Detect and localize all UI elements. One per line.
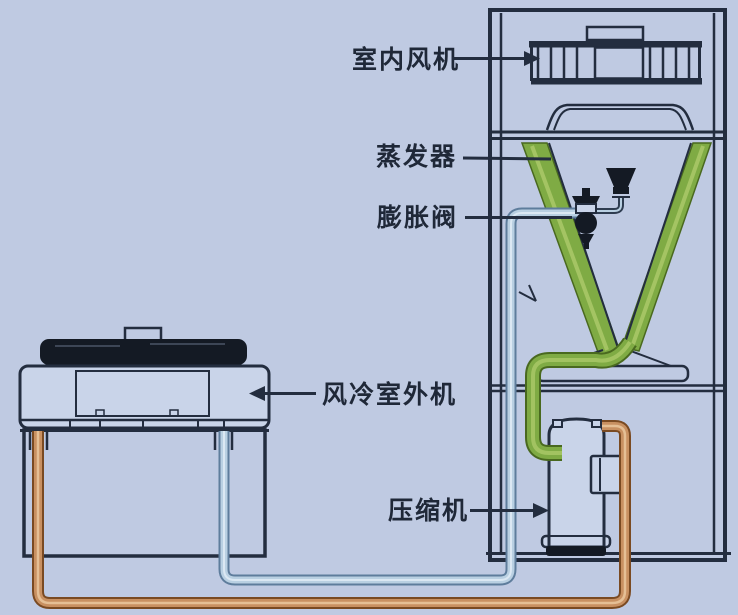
coil-highlight — [630, 145, 705, 348]
expansion-valve-assembly — [572, 168, 636, 249]
fan-motor — [593, 46, 645, 80]
leader-evaporator — [462, 156, 552, 161]
valve-crown — [572, 196, 600, 204]
valve-stem — [582, 188, 590, 196]
pipe-fittings — [28, 432, 234, 450]
valve-knob — [575, 212, 597, 234]
suction-port — [552, 419, 563, 428]
panel-notch — [169, 409, 179, 417]
pan-brace — [627, 349, 672, 367]
fan-hub — [585, 25, 645, 42]
green-pipe-highlight — [531, 340, 632, 455]
label-indoor-fan: 室内风机 — [352, 45, 460, 74]
drain-pan — [535, 364, 690, 383]
liquid-pipe-blue — [218, 207, 577, 586]
outdoor-unit-body — [18, 364, 271, 430]
outdoor-unit-panel — [75, 370, 210, 417]
coil-highlight — [530, 145, 609, 351]
panel-notch — [95, 409, 105, 417]
annotations: 室内风机 蒸发器 膨胀阀 风冷室外机 压缩机 — [249, 45, 572, 525]
fan-bellmouth — [545, 103, 695, 131]
cabinet-frame — [488, 8, 727, 562]
indoor-unit-cabinet — [486, 8, 731, 562]
discharge-port — [591, 419, 602, 428]
fan-blades — [530, 44, 701, 81]
valve-elbow-highlight — [597, 197, 622, 212]
blue-pipe-highlight — [223, 212, 577, 581]
terminal-box — [589, 454, 623, 495]
fan-bellmouth-inner — [553, 108, 687, 131]
outdoor-unit — [18, 326, 271, 558]
label-compressor: 压缩机 — [388, 496, 469, 525]
label-expansion-valve: 膨胀阀 — [377, 204, 458, 232]
arrowhead-indoor-fan — [524, 51, 540, 66]
label-outdoor-unit: 风冷室外机 — [322, 380, 457, 409]
coil-frame-line — [623, 142, 692, 347]
fan-bottom-bar — [531, 78, 702, 85]
indoor-fan — [529, 25, 702, 131]
compressor — [540, 417, 623, 556]
valve-elbow-tube — [597, 197, 624, 214]
valve-outlet — [584, 243, 589, 249]
fan-top-bar — [529, 41, 702, 48]
arrowhead-outdoor-unit — [249, 386, 265, 401]
suction-pipe-green — [525, 337, 637, 461]
coil-frame-line — [548, 142, 619, 349]
compressor-foot — [546, 546, 606, 556]
valve-funnel — [606, 168, 636, 187]
valve-body-mid — [575, 203, 597, 214]
discharge-pipe-copper — [32, 420, 631, 609]
funnel-neck — [613, 187, 629, 194]
valve-lower — [578, 234, 594, 243]
label-evaporator: 蒸发器 — [376, 142, 457, 171]
outdoor-unit-stand — [22, 428, 267, 558]
copper-pipe-highlight — [36, 424, 627, 605]
cabinet-tick-mark — [518, 284, 537, 302]
arrowhead-compressor — [533, 503, 549, 518]
